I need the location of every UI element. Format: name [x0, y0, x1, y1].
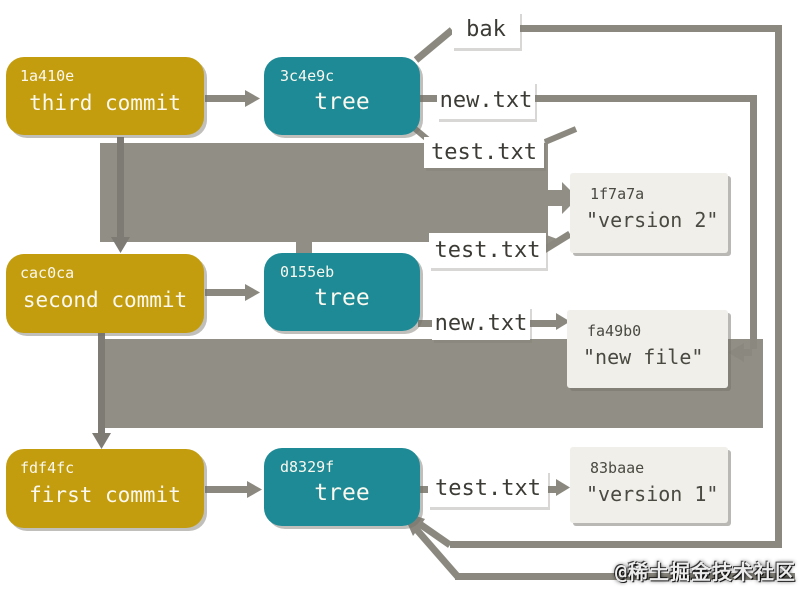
commit-box-third: 1a410e third commit: [6, 57, 204, 135]
blob-box-1f7a7a: 1f7a7a "version 2": [570, 173, 728, 253]
arrow-newtxt-top-to-fa49b0: [420, 95, 757, 362]
blob-content: "version 1": [586, 482, 719, 506]
blob-content: "new file": [583, 345, 704, 369]
commit-id: fdf4fc: [20, 459, 75, 477]
tree-label: tree: [314, 480, 370, 506]
commit-box-first: fdf4fc first commit: [6, 449, 204, 528]
arrow-third-to-second-parent: [111, 137, 130, 253]
tree-label: tree: [314, 285, 370, 311]
tree-id: 0155eb: [280, 263, 335, 281]
blob-id: fa49b0: [587, 322, 642, 340]
blob-id: 83baae: [590, 459, 645, 477]
file-label-newtxt-mid: new.txt: [432, 306, 530, 340]
tree-box-3c4e9c: 3c4e9c tree: [264, 57, 420, 135]
arrow-first-commit-to-tree: [205, 481, 262, 498]
file-label-testtxt-mid: test.txt: [429, 233, 546, 268]
connector-first-tree-bottom: [407, 519, 795, 580]
file-label-testtxt-top: test.txt: [424, 137, 544, 168]
arrow-second-to-first-parent: [92, 333, 111, 449]
arrow-testtxt-bottom-to-83baae: [414, 479, 570, 496]
commit-label: third commit: [29, 91, 181, 115]
commit-label: first commit: [29, 483, 181, 507]
tree-id: 3c4e9c: [280, 67, 335, 85]
commit-id: cac0ca: [20, 264, 75, 282]
blob-id: 1f7a7a: [590, 185, 645, 203]
file-label-newtxt-top: new.txt: [437, 81, 535, 119]
tree-label: tree: [314, 89, 370, 115]
arrow-second-commit-to-tree: [205, 284, 260, 301]
tree-box-d8329f: d8329f tree: [264, 448, 420, 526]
tree-id: d8329f: [280, 458, 335, 476]
commit-id: 1a410e: [20, 67, 75, 85]
file-label-bak: bak: [452, 11, 520, 48]
tree-box-0155eb: 0155eb tree: [264, 253, 420, 331]
arrow-newtxt-mid-to-fa49b0: [418, 313, 570, 330]
arrow-third-commit-to-tree: [205, 90, 260, 107]
file-label-testtxt-bottom: test.txt: [428, 470, 548, 507]
commit-label: second commit: [22, 288, 188, 312]
blob-content: "version 2": [586, 208, 719, 232]
commit-box-second: cac0ca second commit: [6, 254, 204, 333]
blob-box-83baae: 83baae "version 1": [570, 447, 728, 523]
watermark: @稀土掘金技术社区: [614, 560, 796, 584]
blob-box-fa49b0: fa49b0 "new file": [567, 310, 728, 388]
